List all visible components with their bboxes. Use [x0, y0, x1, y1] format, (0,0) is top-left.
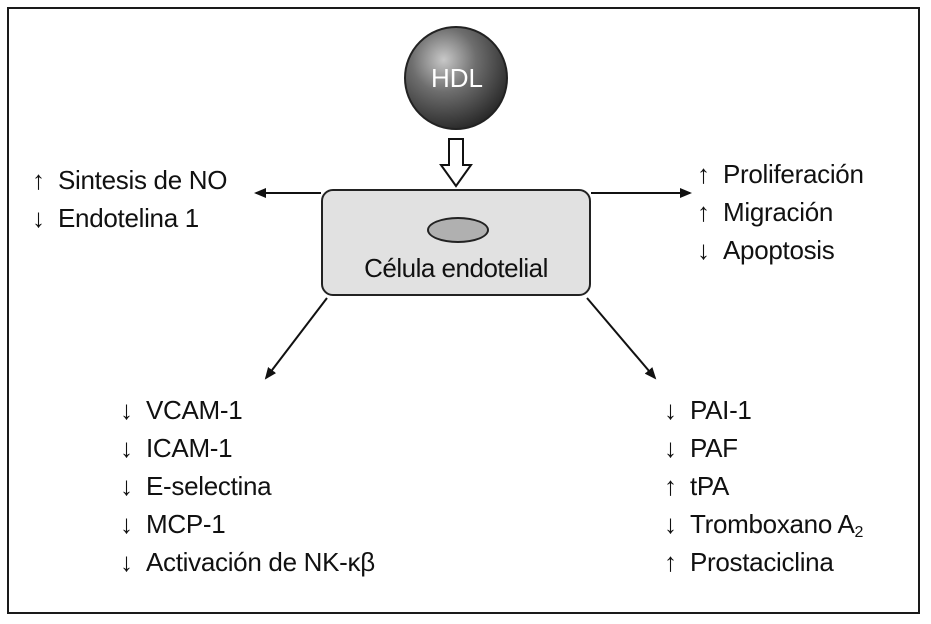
effect-text: Proliferación: [723, 159, 864, 189]
effects-right: ↑ Proliferación ↑ Migración ↓ Apoptosis: [697, 155, 864, 269]
effect-arrow: ↓: [32, 203, 45, 233]
effect-item: ↓ Apoptosis: [697, 231, 864, 269]
effect-arrow: ↓: [664, 433, 677, 463]
effect-arrow: ↓: [120, 395, 133, 425]
effect-item: ↓ Tromboxano A2: [664, 505, 863, 543]
hdl-label: HDL: [430, 63, 483, 93]
effect-arrow: ↓: [664, 509, 677, 539]
effect-arrow: ↑: [664, 471, 677, 501]
effect-text: PAF: [690, 433, 738, 463]
effect-text: VCAM-1: [146, 395, 243, 425]
effect-text: Prostaciclina: [690, 547, 834, 577]
effect-arrow: ↑: [697, 159, 710, 189]
effect-text: tPA: [690, 471, 730, 501]
effect-text: MCP-1: [146, 509, 226, 539]
effect-text: ICAM-1: [146, 433, 233, 463]
effect-item: ↓ PAF: [664, 429, 863, 467]
diagram-frame: [7, 7, 920, 614]
effect-item: ↑ Migración: [697, 193, 864, 231]
effect-text: Sintesis de NO: [58, 165, 228, 195]
effect-arrow: ↓: [120, 509, 133, 539]
effects-bottom-left: ↓ VCAM-1 ↓ ICAM-1 ↓ E-selectina ↓ MCP-1 ↓ Act…: [120, 391, 375, 581]
effect-arrow: ↓: [664, 395, 677, 425]
effect-item: ↑ Sintesis de NO: [32, 161, 228, 199]
effect-item: ↑ Proliferación: [697, 155, 864, 193]
effect-item: ↓ Activación de NK-κβ: [120, 543, 375, 581]
arrow-to-bottom-right-effects: [586, 297, 657, 380]
cell-label: Célula endotelial: [364, 253, 548, 283]
effect-item: ↓ E-selectina: [120, 467, 375, 505]
effect-text: PAI-1: [690, 395, 752, 425]
effect-item: ↓ PAI-1: [664, 391, 863, 429]
effect-arrow: ↓: [697, 235, 710, 265]
effect-item: ↑ Prostaciclina: [664, 543, 863, 581]
effect-arrow: ↓: [120, 547, 133, 577]
effect-text: E-selectina: [146, 471, 272, 501]
effects-left: ↑ Sintesis de NO ↓ Endotelina 1: [32, 161, 228, 237]
effect-text: Apoptosis: [723, 235, 835, 265]
cell-nucleus: [427, 217, 489, 243]
effect-arrow: ↓: [120, 471, 133, 501]
effect-item: ↓ Endotelina 1: [32, 199, 227, 237]
hdl-sphere: [404, 26, 508, 130]
hdl-to-cell-arrow: [439, 138, 473, 188]
effect-subscript: 2: [854, 524, 864, 541]
effect-item: ↑ tPA: [664, 467, 863, 505]
effect-text: Migración: [723, 197, 834, 227]
effect-arrow: ↑: [32, 165, 45, 195]
effect-item: ↓ VCAM-1: [120, 391, 375, 429]
effect-item: ↓ ICAM-1: [120, 429, 375, 467]
effect-text: Activación de NK-κβ: [146, 547, 375, 577]
effect-arrow: ↓: [120, 433, 133, 463]
effect-arrow: ↑: [697, 197, 710, 227]
effect-text: Tromboxano A: [690, 509, 855, 539]
effect-text: Endotelina 1: [58, 203, 199, 233]
effect-arrow: ↑: [664, 547, 677, 577]
arrow-to-bottom-left-effects: [264, 297, 328, 380]
effect-item: ↓ MCP-1: [120, 505, 375, 543]
effects-bottom-right: ↓ PAI-1 ↓ PAF ↑ tPA ↓ Tromboxano A2 ↑ Prostac…: [664, 391, 863, 581]
endothelial-cell: Célula endotelial: [321, 189, 591, 296]
